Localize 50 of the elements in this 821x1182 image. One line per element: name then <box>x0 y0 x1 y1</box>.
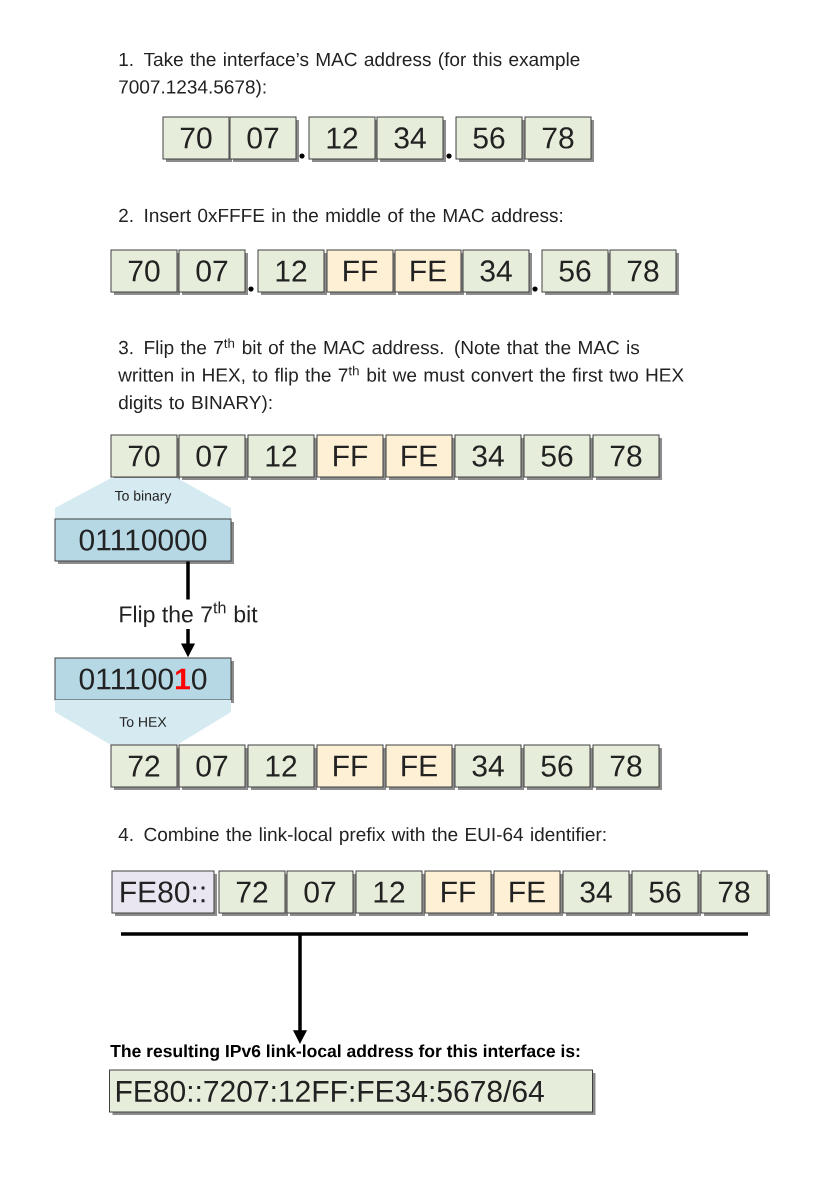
hex-box: 07 <box>286 870 356 916</box>
hex-box: 78 <box>609 249 679 295</box>
hex-box: 78 <box>592 434 662 480</box>
hex-box: 56 <box>631 870 701 916</box>
hex-box: 70 <box>162 116 232 162</box>
binary-box: 01110010 <box>54 657 234 703</box>
hex-box: FF <box>424 870 494 916</box>
step-heading: 1. Take the interface’s MAC address (for this example 7007.1234.5678): <box>119 52 580 98</box>
hex-box: 34 <box>376 116 446 162</box>
hex-box: FE80:: <box>111 870 217 916</box>
conversion-band: To HEX <box>55 700 231 745</box>
edge-label: Flip the 7$^{th}$ bit <box>120 601 258 628</box>
hex-box: 70 <box>110 249 180 295</box>
hex-box: 78 <box>524 116 594 162</box>
hex-box: 34 <box>454 744 524 790</box>
step-heading: 4. Combine the link-local prefix with the EUI-64 identifier: <box>118 827 606 845</box>
hex-box: 12 <box>247 744 317 790</box>
hex-box: 07 <box>178 434 248 480</box>
hex-box: 56 <box>455 116 525 162</box>
hex-box: FE <box>493 870 563 916</box>
hex-box: 56 <box>523 434 593 480</box>
hex-box: 07 <box>178 744 248 790</box>
hex-box: 12 <box>355 870 425 916</box>
hex-box: 34 <box>562 870 632 916</box>
hex-box: 07 <box>178 249 248 295</box>
hex-box: FF <box>316 434 386 480</box>
binary-box: 01110000 <box>54 518 234 564</box>
step-heading: 2. Insert 0xFFFE in the middle of the MAC address: <box>119 208 563 223</box>
hex-box: FF <box>316 744 386 790</box>
hex-box: 70 <box>110 434 180 480</box>
node-label: The resulting IPv6 link-local address for this interface is: <box>110 1044 580 1061</box>
step-heading: 3. Flip the 7$^{th}$ bit of the MAC address. (Note that the MAC is written in HEX, to flip the 7$^{th}$ bit we must convert the first two HEX digits to BINARY): <box>118 338 684 414</box>
hex-box: 72 <box>218 870 288 916</box>
hex-box: FE <box>394 249 464 295</box>
hex-box: 72 <box>110 744 180 790</box>
hex-box: 34 <box>462 249 532 295</box>
hex-box: 12 <box>257 249 327 295</box>
hex-box: 12 <box>308 116 378 162</box>
hex-box: FE <box>385 744 455 790</box>
hex-box: FE <box>385 434 455 480</box>
hex-box: FF <box>326 249 396 295</box>
result-box: The resulting IPv6 link-local address for this interface is: FE80::7207:12FF:FE34:5678/64 <box>109 1044 596 1115</box>
conversion-band: To binary <box>55 478 231 519</box>
hex-box: 12 <box>247 434 317 480</box>
hex-box: 78 <box>592 744 662 790</box>
hex-box: 78 <box>700 870 770 916</box>
hex-box: 56 <box>541 249 611 295</box>
hex-box: 56 <box>523 744 593 790</box>
hex-box: 34 <box>454 434 524 480</box>
hex-box: 07 <box>229 116 299 162</box>
